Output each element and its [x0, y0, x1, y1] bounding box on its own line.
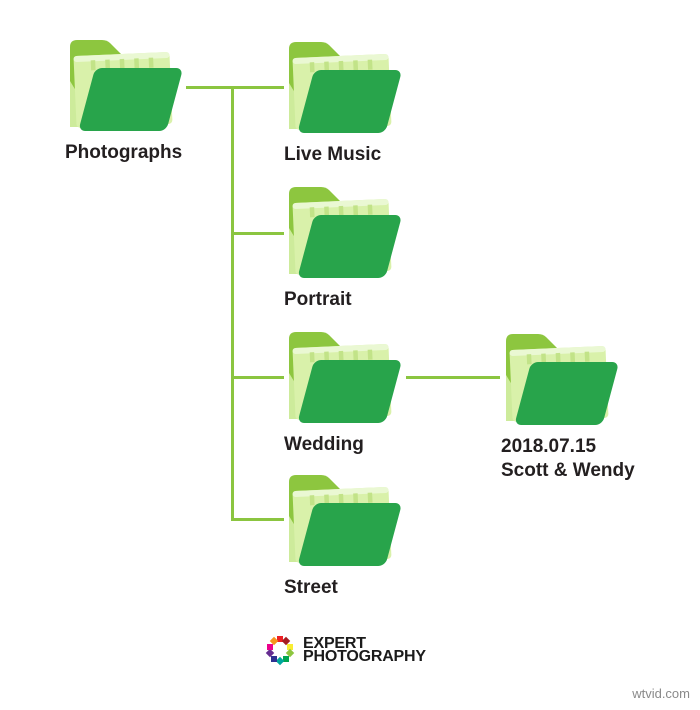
- expert-photography-logo: EXPERT PHOTOGRAPHY: [265, 634, 426, 666]
- folder-icon: [281, 470, 421, 570]
- connector-branch-wedding: [231, 376, 284, 379]
- folder-node-wedding: Wedding: [281, 327, 421, 455]
- folder-label-street: Street: [284, 577, 338, 598]
- folder-node-live-music: Live Music: [281, 37, 421, 165]
- connector-wedding-to-child: [406, 376, 500, 379]
- connector-branch-portrait: [231, 232, 284, 235]
- folder-node-photographs: Photographs: [62, 35, 202, 163]
- folder-label-photographs: Photographs: [65, 142, 183, 163]
- logo-color-wheel-icon: [265, 636, 295, 666]
- folder-label-date: 2018.07.15: [501, 436, 597, 457]
- folder-icon: [498, 329, 638, 429]
- watermark-text: wtvid.com: [632, 686, 690, 701]
- connector-root-to-trunk: [186, 86, 284, 89]
- folder-label-live-music: Live Music: [284, 144, 382, 165]
- folder-label-portrait: Portrait: [284, 289, 352, 310]
- folder-label-couple: Scott & Wendy: [501, 460, 635, 481]
- connector-trunk: [231, 86, 234, 521]
- folder-icon: [281, 37, 421, 137]
- folder-icon: [62, 35, 202, 135]
- folder-node-wedding-date: 2018.07.15 Scott & Wendy: [498, 329, 638, 481]
- logo-line2: PHOTOGRAPHY: [303, 648, 426, 665]
- folder-node-portrait: Portrait: [281, 182, 421, 310]
- folder-icon: [281, 327, 421, 427]
- folder-label-wedding: Wedding: [284, 434, 364, 455]
- logo-wordmark: EXPERT PHOTOGRAPHY: [303, 634, 426, 665]
- folder-node-street: Street: [281, 470, 421, 598]
- folder-icon: [281, 182, 421, 282]
- connector-branch-street: [231, 518, 284, 521]
- logo-line1: EXPERT: [303, 634, 366, 652]
